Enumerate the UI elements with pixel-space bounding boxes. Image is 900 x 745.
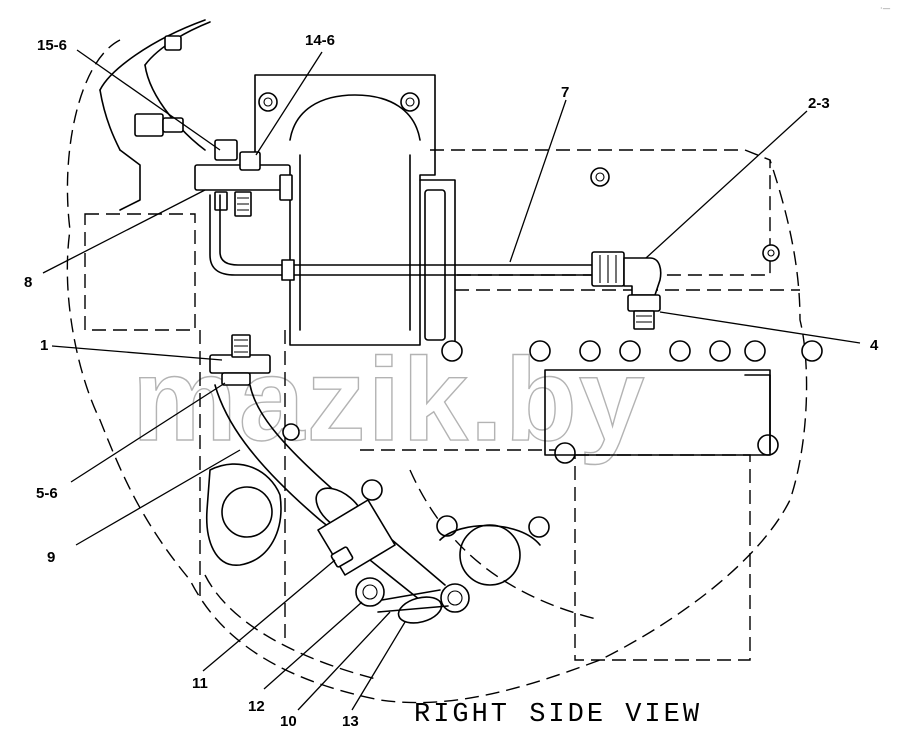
- oil-cooler: [544, 369, 771, 456]
- callout-15-6: 15-6: [37, 37, 67, 54]
- callout-4: 4: [870, 337, 879, 354]
- clamp-assembly: [355, 577, 470, 613]
- turbocharger-housing: [254, 74, 610, 351]
- corner-mark: ·—: [880, 4, 891, 13]
- callout-9: 9: [47, 549, 55, 566]
- front-cover: [205, 463, 541, 586]
- leader-lines: [42, 49, 861, 711]
- callout-8: 8: [24, 274, 32, 291]
- callout-labels: 15-6 14-6 7 2-3 8 4 1 5-6 9 11 12 10 13: [24, 32, 879, 730]
- fitting-4: [627, 294, 661, 330]
- callout-1: 1: [40, 337, 48, 354]
- callout-12: 12: [248, 698, 265, 715]
- inlet-tube: [99, 19, 211, 211]
- callout-14-6: 14-6: [305, 32, 335, 49]
- oil-supply-line: [209, 194, 662, 296]
- lower-bracket: [209, 334, 271, 386]
- upper-bracket: [194, 139, 293, 217]
- callout-11: 11: [192, 675, 208, 692]
- view-title: RIGHT SIDE VIEW: [414, 700, 703, 730]
- callout-5-6: 5-6: [36, 485, 58, 502]
- callout-13: 13: [342, 713, 359, 730]
- callout-10: 10: [280, 713, 297, 730]
- block-bolts: [282, 244, 823, 538]
- callout-2-3: 2-3: [808, 95, 830, 112]
- callout-7: 7: [561, 84, 569, 101]
- oil-drain-tube: [214, 384, 446, 624]
